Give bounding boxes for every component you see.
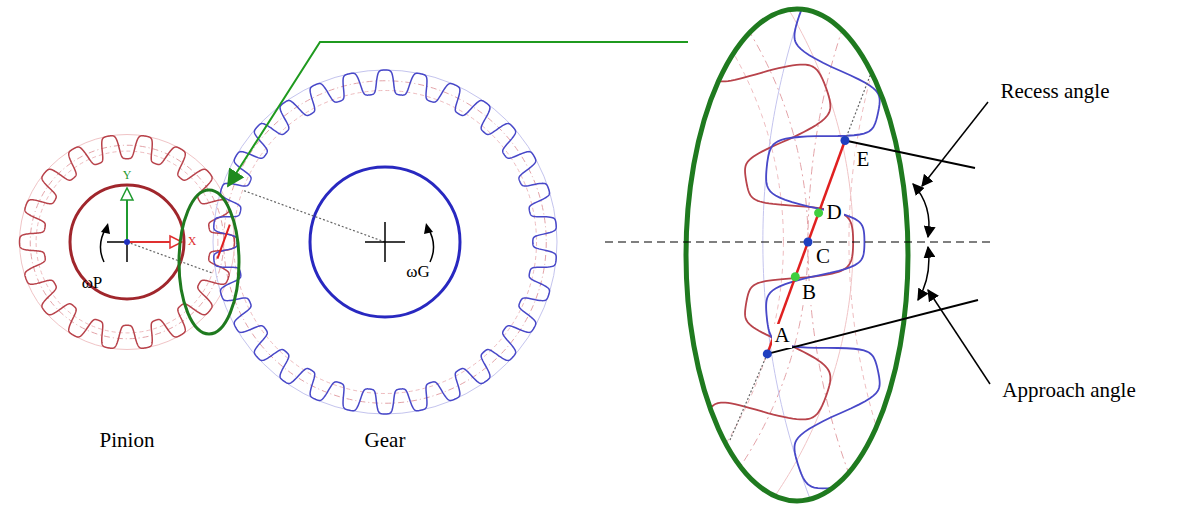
leader-line — [928, 290, 990, 384]
point-letter: C — [814, 245, 832, 268]
point-letter: D — [824, 201, 843, 224]
gear-base-circle — [849, 0, 1195, 506]
contact-point — [841, 136, 850, 145]
angle-label: Recess angle — [1000, 80, 1109, 103]
pinion-hub — [70, 185, 184, 299]
speed-symbol: ωG — [406, 263, 429, 282]
gear-hub — [310, 167, 460, 317]
center-line — [605, 241, 990, 242]
gear-addendum-circle — [213, 70, 557, 414]
pinion-base-circle — [20, 0, 784, 506]
speed-symbol: ωP — [82, 274, 103, 293]
gear-pitch-circle — [808, 0, 1195, 506]
gear-base-circle — [234, 91, 537, 394]
pinion-base-radius — [730, 354, 767, 440]
pinion-addendum-circle — [0, 0, 853, 506]
x-axis — [127, 241, 170, 243]
y-axis — [126, 200, 128, 242]
center-mark — [365, 222, 405, 262]
contact-point — [814, 208, 823, 217]
approach-angle-arc — [918, 247, 929, 300]
pinion-base-circle — [36, 151, 218, 333]
zoom-ground — [686, 9, 908, 501]
pinion-hub — [162, 3, 641, 482]
approach-limit-line — [767, 300, 978, 354]
part-name: Pinion — [100, 429, 155, 452]
angle-label: Approach angle — [1002, 379, 1136, 402]
gear-base-radius — [243, 190, 385, 242]
pinion-addendum-circle — [20, 135, 235, 350]
detail-ellipse — [179, 190, 239, 334]
rotation-arrow-head — [101, 223, 110, 234]
rotation-arrow — [100, 228, 106, 262]
gear-base-radius — [845, 50, 880, 141]
pinion-teeth — [20, 136, 235, 348]
part-name: Gear — [365, 429, 406, 452]
contact-point — [763, 349, 772, 358]
zoom-ellipse — [686, 9, 908, 501]
right-angle-mark — [872, 58, 880, 69]
contact-point — [791, 272, 800, 281]
leader-line — [922, 102, 988, 186]
gear-teeth — [766, 0, 1195, 506]
rotation-arrow — [428, 228, 434, 262]
pinion-teeth — [0, 0, 853, 506]
recess-angle-arc — [913, 184, 929, 237]
detail-callout — [228, 42, 688, 186]
line-of-action — [217, 225, 229, 259]
gear-teeth — [214, 70, 556, 414]
rotation-arrow-head — [424, 223, 433, 234]
origin-dot — [124, 239, 130, 245]
line-of-action — [767, 141, 845, 354]
gear-addendum-circle — [763, 0, 1195, 506]
y-axis-head — [121, 188, 133, 200]
pitch-point — [804, 238, 813, 247]
point-letter: A — [772, 324, 791, 347]
axis-letter: Y — [123, 169, 132, 182]
axis-letter: X — [188, 235, 197, 248]
point-letter: B — [800, 281, 818, 304]
point-letter: E — [855, 148, 872, 171]
